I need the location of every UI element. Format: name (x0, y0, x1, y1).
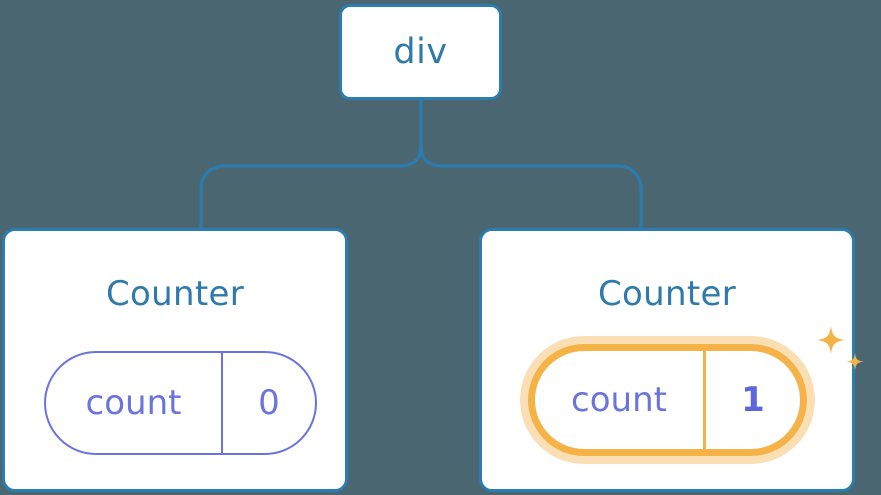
node-counter-right-title: Counter (598, 274, 736, 314)
state-pill-count-left[interactable]: count 0 (44, 351, 317, 455)
state-value-left: 0 (258, 383, 280, 423)
connector-left (199, 98, 423, 230)
sparkle-group (817, 326, 864, 371)
connector-right (419, 98, 643, 230)
node-counter-right[interactable]: Counter count 1 (479, 228, 864, 492)
state-pill-inner-right: count 1 (528, 344, 807, 456)
state-pill-wrapper-right: count 1 (520, 336, 815, 464)
state-pill-count-right[interactable]: count 1 (520, 336, 815, 464)
state-key-right: count (535, 351, 706, 449)
state-key-left: count (46, 353, 223, 453)
node-div-label: div (393, 31, 448, 72)
state-value-right: 1 (741, 380, 765, 420)
sparkle-small-icon (846, 353, 864, 371)
node-div[interactable]: div (339, 4, 502, 100)
node-counter-left-title: Counter (106, 274, 244, 314)
node-counter-left[interactable]: Counter count 0 (2, 228, 348, 492)
sparkle-large-icon (817, 326, 845, 354)
